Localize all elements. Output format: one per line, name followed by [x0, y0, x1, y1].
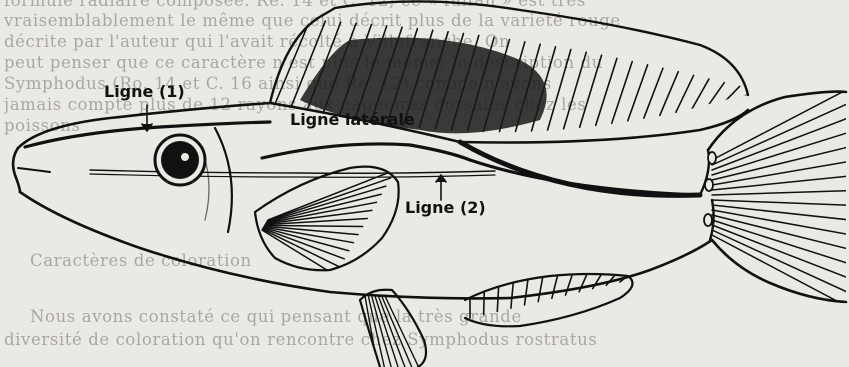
ligne-2-arrow [436, 175, 446, 200]
fin-ray [712, 147, 849, 180]
fin-ray [265, 225, 363, 226]
label-ligne-1: Ligne (1) [104, 83, 185, 101]
fin-ray [538, 277, 543, 301]
fin-ray [676, 75, 694, 112]
fin-ray [712, 235, 849, 308]
fin-ray [712, 215, 849, 249]
fin-ray [264, 226, 358, 234]
caudal-fin [704, 88, 849, 308]
fin-ray [712, 191, 849, 195]
fin-ray [268, 178, 391, 221]
ligne-2-line [90, 170, 495, 177]
pectoral-fin [255, 167, 399, 275]
fin-ray [275, 20, 310, 104]
fin-ray [644, 68, 663, 118]
fin-ray [525, 278, 529, 305]
ligne-1-arrow [142, 105, 152, 131]
fin-ray [262, 229, 339, 267]
fish-body [13, 103, 748, 298]
fin-ray [712, 132, 849, 175]
fin-ray [375, 296, 399, 367]
fin-ray [712, 176, 849, 190]
label-ligne-laterale: Ligne latérale [290, 111, 415, 129]
fin-ray [497, 279, 499, 312]
fin-ray [660, 72, 678, 116]
fin-ray [385, 296, 420, 367]
label-ligne-2: Ligne (2) [405, 199, 486, 217]
fin-ray [708, 83, 724, 106]
fin-ray [712, 103, 849, 165]
fin-ray [712, 200, 849, 205]
fish-eye [155, 135, 205, 185]
fin-ray [712, 210, 849, 235]
fin-ray [712, 205, 849, 220]
fin-ray [692, 79, 709, 109]
fin-ray [612, 62, 633, 124]
fin-ray [579, 276, 586, 292]
fin-ray [552, 277, 557, 299]
pelvic-fin [360, 290, 426, 367]
fin-ray [724, 86, 740, 102]
fin-ray [712, 220, 849, 264]
fin-ray [712, 161, 849, 185]
fin-ray [628, 65, 648, 121]
fin-ray [484, 279, 485, 314]
fin-ray [712, 117, 849, 170]
fin-ray [565, 276, 571, 295]
fin-ray [263, 228, 344, 258]
fin-ray [593, 275, 601, 288]
